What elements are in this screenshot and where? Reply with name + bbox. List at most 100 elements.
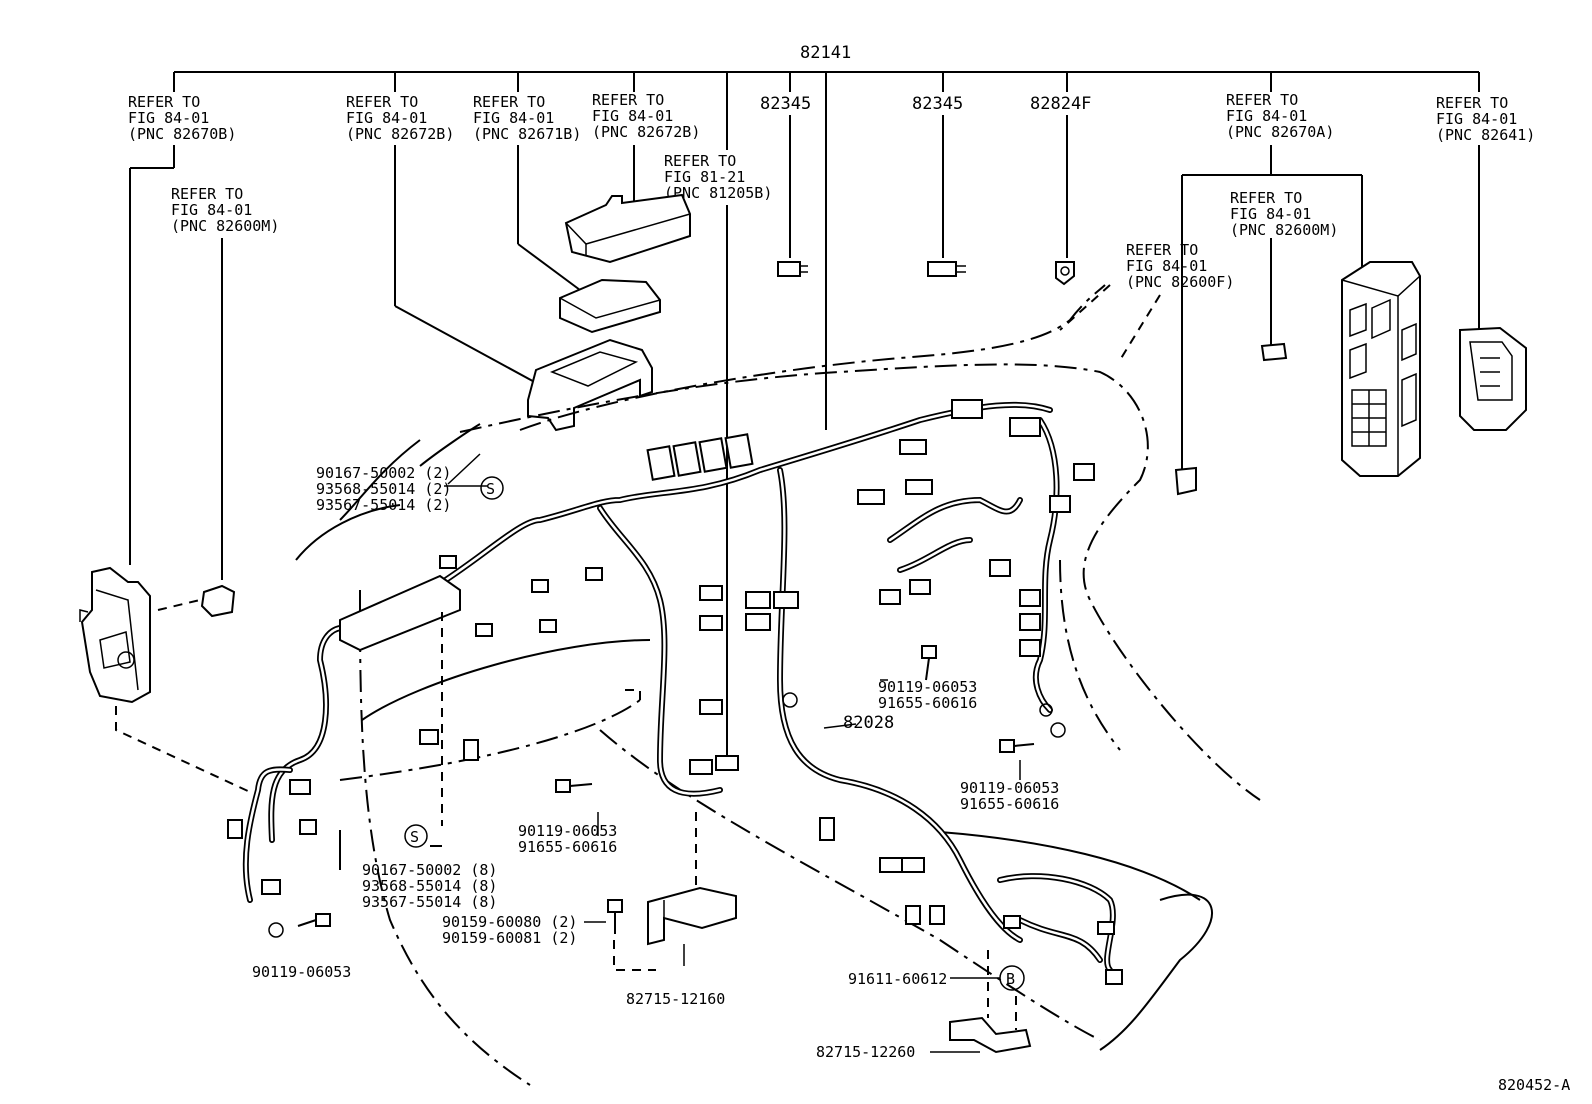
callout-line: 91655-60616 bbox=[878, 694, 977, 712]
bolt-bracket-icon bbox=[607, 899, 623, 934]
ref-line-1: REFER TO bbox=[1226, 91, 1298, 109]
wire-harness bbox=[242, 401, 1116, 973]
connector-82600m-right-icon bbox=[1260, 342, 1288, 362]
callout-top-left: 90167-50002 (2) 93568-55014 (2) 93567-55… bbox=[316, 464, 451, 514]
connector-82345-a-icon bbox=[777, 261, 808, 277]
part-82824f: 82824F bbox=[1030, 94, 1091, 114]
connector-82824f-icon bbox=[1055, 261, 1075, 286]
ref-line-2: FIG 84-01 bbox=[128, 109, 209, 127]
callout-line: 93568-55014 (2) bbox=[316, 480, 451, 498]
ref-line-3: (PNC 82672B) bbox=[346, 125, 454, 143]
bolt-left-icon bbox=[297, 913, 331, 927]
ref-line-1: REFER TO bbox=[1436, 94, 1508, 112]
relay-cover-mid bbox=[559, 278, 661, 334]
main-part-number: 82141 bbox=[800, 43, 851, 63]
ref-line-1: REFER TO bbox=[1230, 189, 1302, 207]
callout-center: 90119-06053 91655-60616 bbox=[878, 678, 977, 712]
ref-line-2: FIG 84-01 bbox=[1230, 205, 1311, 223]
ref-line-1: REFER TO bbox=[171, 185, 243, 203]
ref-line-1: REFER TO bbox=[128, 93, 200, 111]
ref-line-1: REFER TO bbox=[1126, 241, 1198, 259]
callout-right-mid: 90119-06053 91655-60616 bbox=[960, 779, 1059, 813]
ref-line-2: FIG 84-01 bbox=[1126, 257, 1207, 275]
relay-bracket bbox=[527, 338, 653, 432]
bracket-82715-12160 bbox=[647, 886, 737, 946]
callout-bracket-bolts: 90159-60080 (2) 90159-60081 (2) bbox=[442, 913, 577, 947]
ref-82600m-left: REFER TO FIG 84-01 (PNC 82600M) bbox=[171, 185, 279, 235]
ref-82600f: REFER TO FIG 84-01 (PNC 82600F) bbox=[1126, 241, 1234, 291]
junction-block-82670b bbox=[79, 566, 151, 704]
callout-clip-b: 91611-60612 bbox=[848, 970, 947, 988]
ref-line-2: FIG 84-01 bbox=[346, 109, 427, 127]
connector-82345-b-icon bbox=[927, 261, 966, 277]
ref-line-3: (PNC 82641) bbox=[1436, 126, 1535, 144]
dashboard-outline bbox=[295, 284, 1261, 1086]
callout-line: 91655-60616 bbox=[518, 838, 617, 856]
ref-82641: REFER TO FIG 84-01 (PNC 82641) bbox=[1436, 94, 1535, 144]
ref-line-1: REFER TO bbox=[592, 91, 664, 109]
ref-line-2: FIG 84-01 bbox=[1436, 110, 1517, 128]
ref-line-2: FIG 84-01 bbox=[1226, 107, 1307, 125]
part-82345-a: 82345 bbox=[760, 94, 811, 114]
ref-82670b: REFER TO FIG 84-01 (PNC 82670B) bbox=[128, 93, 236, 143]
bolt-center-icon bbox=[921, 645, 937, 681]
relay-cover-top bbox=[564, 193, 691, 264]
callout-line: 93568-55014 (8) bbox=[362, 877, 497, 895]
bolt-icons bbox=[297, 645, 1035, 934]
callout-bracket-b: 82715-12260 bbox=[816, 1043, 915, 1061]
ref-line-1: REFER TO bbox=[346, 93, 418, 111]
callout-bottom-left: 90167-50002 (8) 93568-55014 (8) 93567-55… bbox=[362, 861, 497, 911]
callout-lower-center: 90119-06053 91655-60616 bbox=[518, 822, 617, 856]
bolt-right-icon bbox=[999, 739, 1035, 753]
callout-leaders bbox=[430, 453, 1021, 1053]
figure-id: 820452-A bbox=[1498, 1076, 1570, 1094]
callout-line: 90167-50002 (8) bbox=[362, 861, 497, 879]
ref-line-1: REFER TO bbox=[664, 152, 736, 170]
callout-line: 91655-60616 bbox=[960, 795, 1059, 813]
ref-line-1: REFER TO bbox=[473, 93, 545, 111]
marker-s-label: S bbox=[410, 828, 419, 846]
junction-block-82641 bbox=[1459, 326, 1527, 431]
marker-s1: S bbox=[480, 476, 504, 500]
ref-81205b: REFER TO FIG 81-21 (PNC 81205B) bbox=[664, 152, 772, 202]
marker-s2: S bbox=[404, 824, 428, 848]
ref-line-3: (PNC 82670B) bbox=[128, 125, 236, 143]
dash-link bbox=[115, 706, 251, 793]
marker-b1: B bbox=[999, 965, 1025, 991]
callout-line: 90167-50002 (2) bbox=[316, 464, 451, 482]
marker-s-label: S bbox=[486, 480, 495, 498]
ref-line-2: FIG 81-21 bbox=[664, 168, 745, 186]
callout-bracket-a: 82715-12160 bbox=[626, 990, 725, 1008]
ref-82672b-a: REFER TO FIG 84-01 (PNC 82672B) bbox=[346, 93, 454, 143]
callout-bolt-left: 90119-06053 bbox=[252, 963, 351, 981]
connector-82600f-icon bbox=[1174, 466, 1197, 496]
junction-block-82670a bbox=[1341, 261, 1421, 477]
ref-line-3: (PNC 82600M) bbox=[1230, 221, 1338, 239]
bolt-lower-center-icon bbox=[555, 779, 593, 793]
ref-line-3: (PNC 82600F) bbox=[1126, 273, 1234, 291]
ref-line-2: FIG 84-01 bbox=[592, 107, 673, 125]
ref-82670a: REFER TO FIG 84-01 (PNC 82670A) bbox=[1226, 91, 1334, 141]
ref-82600m-right: REFER TO FIG 84-01 (PNC 82600M) bbox=[1230, 189, 1338, 239]
ref-line-3: (PNC 82670A) bbox=[1226, 123, 1334, 141]
ref-line-2: FIG 84-01 bbox=[171, 201, 252, 219]
callout-line: 90119-06053 bbox=[518, 822, 617, 840]
ref-line-3: (PNC 82672B) bbox=[592, 123, 700, 141]
ref-line-3: (PNC 82671B) bbox=[473, 125, 581, 143]
ref-line-3: (PNC 82600M) bbox=[171, 217, 279, 235]
callout-line: 90119-06053 bbox=[878, 678, 977, 696]
marker-b-label: B bbox=[1006, 970, 1015, 988]
harness-connectors bbox=[227, 399, 1123, 985]
ref-line-3: (PNC 81205B) bbox=[664, 184, 772, 202]
ref-line-2: FIG 84-01 bbox=[473, 109, 554, 127]
callout-line: 90119-06053 bbox=[960, 779, 1059, 797]
callout-line: 90159-60081 (2) bbox=[442, 929, 577, 947]
part-82028: 82028 bbox=[843, 713, 894, 733]
callout-line: 93567-55014 (2) bbox=[316, 496, 451, 514]
bracket-82715-12260 bbox=[949, 1016, 1032, 1054]
ref-82671b: REFER TO FIG 84-01 (PNC 82671B) bbox=[473, 93, 581, 143]
part-82345-b: 82345 bbox=[912, 94, 963, 114]
callout-line: 90159-60080 (2) bbox=[442, 913, 577, 931]
